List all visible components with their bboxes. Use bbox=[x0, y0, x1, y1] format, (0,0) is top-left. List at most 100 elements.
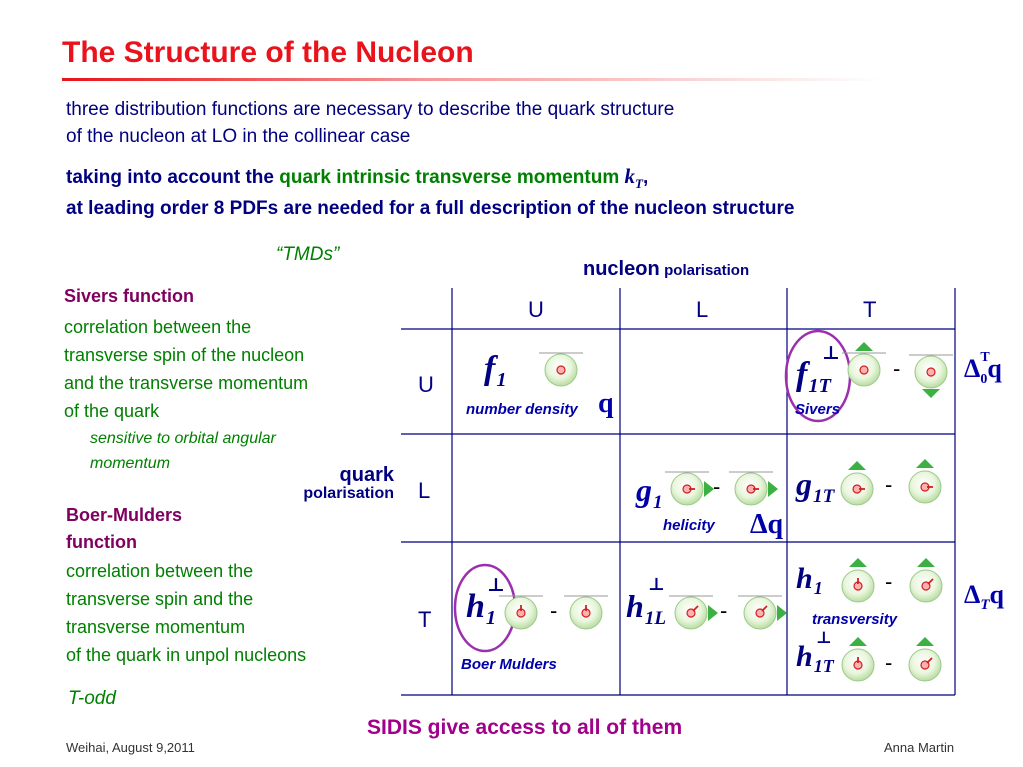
f1t-perp-symbol: f1T⊥ bbox=[796, 343, 840, 398]
minus-sign: - bbox=[720, 598, 728, 623]
deltat-q-label: ΔTq bbox=[964, 580, 1004, 613]
f1t-letter: f bbox=[796, 356, 808, 393]
footer-author: Anna Martin bbox=[884, 740, 955, 755]
h1-letter: h bbox=[796, 562, 813, 595]
col-header-t: T bbox=[863, 297, 877, 322]
nucleon-glyph bbox=[842, 342, 886, 387]
bm-line: transverse momentum bbox=[66, 617, 246, 637]
g1t-letter: g bbox=[796, 466, 812, 502]
h1perp-sup: ⊥ bbox=[487, 575, 505, 596]
col-header-u: U bbox=[528, 297, 544, 322]
g1-sub: 1 bbox=[653, 491, 663, 513]
minus-sign: - bbox=[713, 474, 721, 499]
nucleon-glyph bbox=[840, 461, 874, 506]
col-header-l: L bbox=[696, 297, 709, 322]
h1t-letter: h bbox=[796, 640, 813, 673]
f1-symbol: f1 bbox=[484, 350, 507, 392]
g1-letter: g bbox=[636, 472, 652, 508]
bm-line: correlation between the bbox=[66, 561, 254, 581]
sivers-line: correlation between the bbox=[64, 317, 252, 337]
deltaT-sub: T bbox=[980, 597, 990, 613]
quark-dot bbox=[755, 605, 768, 618]
quark-dot bbox=[581, 605, 591, 618]
delta0-sub: 0 bbox=[980, 372, 988, 387]
delta0-q: q bbox=[987, 354, 1002, 383]
g1t-symbol: g1T bbox=[796, 466, 834, 507]
quark-polarisation-label: quark polarisation bbox=[270, 464, 394, 503]
quark-dot bbox=[682, 484, 695, 494]
nucleon-glyph bbox=[499, 595, 543, 630]
quark-dot bbox=[926, 367, 936, 377]
page-title: The Structure of the Nucleon bbox=[62, 36, 474, 69]
sivers-sub-line: momentum bbox=[90, 455, 171, 472]
intro-line-3: taking into account the quark intrinsic … bbox=[66, 164, 648, 192]
bm-heading-1: Boer-Mulders bbox=[66, 505, 183, 525]
quark-dot bbox=[516, 605, 526, 618]
bm-line: of the quark in unpol nucleons bbox=[66, 645, 307, 665]
h1perp-letter: h bbox=[466, 588, 485, 625]
bm-heading-2: function bbox=[66, 532, 137, 552]
delta0-sup: T bbox=[980, 350, 990, 365]
minus-sign: - bbox=[885, 650, 893, 675]
kt-sub: T bbox=[635, 176, 643, 192]
h1l-sup: ⊥ bbox=[648, 574, 665, 594]
nucleon-word: nucleon bbox=[583, 258, 660, 280]
sivers-line: of the quark bbox=[64, 401, 160, 421]
bm-heading: Boer-Mulders function bbox=[66, 502, 182, 556]
row-header-u: U bbox=[418, 372, 434, 397]
sivers-line: and the transverse momentum bbox=[64, 373, 309, 393]
deltaT-d: Δ bbox=[964, 580, 981, 609]
f1-sub: 1 bbox=[496, 369, 507, 392]
h1l-sub: 1L bbox=[644, 607, 667, 629]
h1t-sup: ⊥ bbox=[816, 628, 832, 647]
f1-letter: f bbox=[484, 350, 496, 387]
h1t-sub: 1T bbox=[813, 656, 834, 677]
boer-mulders-label: Boer Mulders bbox=[461, 656, 557, 673]
sivers-sub: sensitive to orbital angular momentum bbox=[90, 426, 276, 476]
kt-symbol: kT bbox=[624, 164, 643, 192]
quark-polarisation-word: polarisation bbox=[303, 485, 394, 502]
quark-dot bbox=[686, 605, 699, 618]
g1t-sub: 1T bbox=[813, 485, 835, 507]
f1t-sub: 1T bbox=[808, 375, 831, 398]
row-header-l: L bbox=[418, 478, 431, 503]
nucleon-glyph bbox=[738, 595, 787, 630]
intro-line-3-a: taking into account the bbox=[66, 167, 280, 188]
nucleon-polarisation-label: nucleon polarisation bbox=[583, 258, 749, 281]
h1t-perp-symbol: h1T ⊥ bbox=[796, 628, 834, 677]
nucleon-glyph bbox=[841, 558, 875, 603]
nucleon-glyph bbox=[729, 471, 778, 506]
h1-symbol: h1 bbox=[796, 562, 823, 599]
sivers-heading: Sivers function bbox=[64, 286, 195, 306]
h1-perp-symbol: h1 ⊥ bbox=[466, 575, 505, 630]
row-header-t: T bbox=[418, 607, 432, 632]
todd-label: T-odd bbox=[68, 688, 116, 709]
title-underline bbox=[62, 78, 882, 81]
h1l-perp-symbol: h1L ⊥ bbox=[626, 574, 666, 629]
quark-dot bbox=[556, 365, 566, 375]
g1-symbol: g1 bbox=[636, 472, 663, 513]
intro-line-1: three distribution functions are necessa… bbox=[66, 99, 675, 120]
intro-line-3-b: quark intrinsic transverse momentum bbox=[279, 167, 620, 188]
kt-k: k bbox=[624, 164, 636, 188]
intro-line-4: at leading order 8 PDFs are needed for a… bbox=[66, 198, 795, 219]
sivers-label: Sivers bbox=[795, 401, 841, 418]
quark-dot bbox=[746, 484, 759, 494]
quark-dot bbox=[859, 365, 869, 375]
quark-word: quark bbox=[339, 464, 394, 486]
h1-sub: 1 bbox=[813, 578, 823, 599]
nucleon-glyph bbox=[539, 352, 583, 387]
h1l-letter: h bbox=[626, 588, 644, 624]
helicity-label: helicity bbox=[663, 517, 715, 534]
h1perp-sub: 1 bbox=[485, 607, 497, 630]
transversity-label: transversity bbox=[812, 611, 898, 628]
nucleon-glyph bbox=[564, 595, 608, 630]
deltaT-q: q bbox=[989, 580, 1004, 609]
quark-dot bbox=[852, 484, 865, 494]
nucleon-glyph bbox=[909, 354, 953, 398]
sivers-desc: correlation between the transverse spin … bbox=[64, 313, 308, 425]
intro-line-2: of the nucleon at LO in the collinear ca… bbox=[66, 126, 411, 147]
